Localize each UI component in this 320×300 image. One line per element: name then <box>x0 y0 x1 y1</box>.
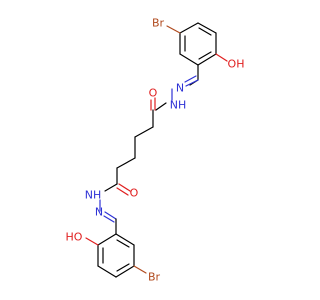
n-label-bottom-imine: N <box>95 206 103 219</box>
bottom-oh-bond <box>85 237 99 246</box>
bottom-aromatic-ring <box>97 233 135 278</box>
top-br-bond <box>166 25 181 34</box>
top-nh-c-bond <box>155 102 167 111</box>
alkyl-chain <box>116 109 154 185</box>
nh-label-bottom: NH <box>85 189 102 202</box>
bottom-c-nh-bond <box>104 183 118 192</box>
br-label-bottom: Br <box>148 271 161 284</box>
bottom-co-double-b <box>116 187 129 196</box>
molecule-structure-diagram: Br OH N NH O O NH N HO Br <box>66 17 245 284</box>
bottom-imine-double-b <box>103 215 115 223</box>
br-label-top: Br <box>152 17 165 30</box>
top-imine-double-b <box>184 75 197 83</box>
n-label-top-imine: N <box>176 82 184 95</box>
bottom-imine-double-a <box>104 211 117 220</box>
ho-label-bottom: HO <box>66 231 83 244</box>
o-label-bottom-carbonyl: O <box>130 187 139 200</box>
structure-svg: Br OH N NH O O NH N HO Br <box>66 17 245 284</box>
bottom-br-bond <box>133 265 147 274</box>
oh-label-top: OH <box>228 58 245 71</box>
top-oh-bond <box>215 53 228 62</box>
top-aromatic-ring <box>179 22 217 66</box>
top-imine-double-a <box>185 79 199 87</box>
nh-label-top: NH <box>170 99 187 112</box>
bottom-co-double-a <box>118 183 131 192</box>
o-label-top-carbonyl: O <box>149 87 158 100</box>
